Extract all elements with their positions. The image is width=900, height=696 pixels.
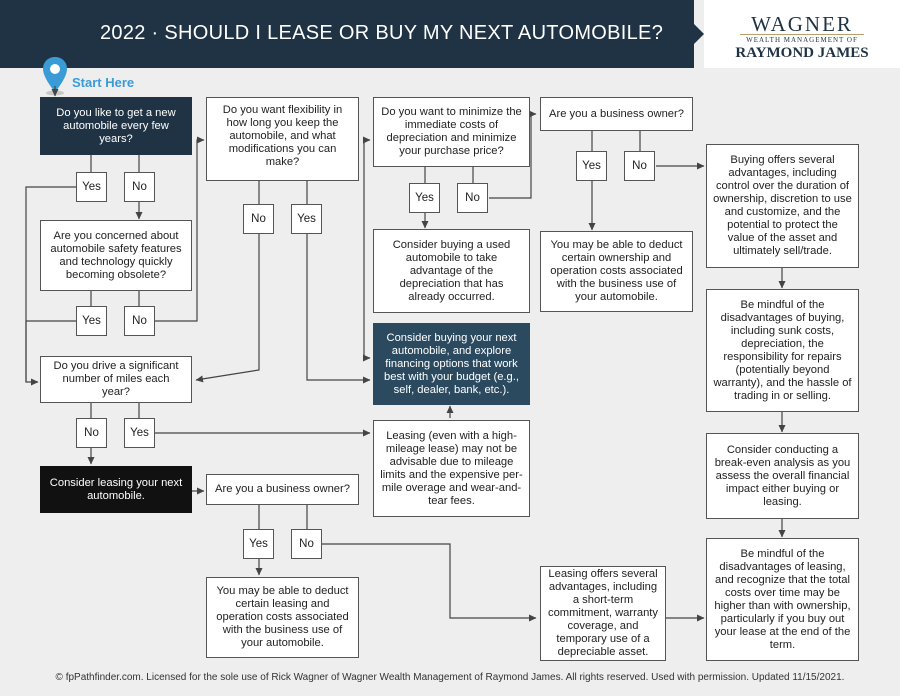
note-break-even: Consider conducting a break-even analysi…	[706, 433, 859, 519]
answer-yes: Yes	[243, 529, 274, 559]
question-flexibility: Do you want flexibility in how long you …	[206, 97, 359, 181]
question-significant-miles: Do you drive a significant number of mil…	[40, 356, 192, 403]
note-buying-disadvantages: Be mindful of the disadvantages of buyin…	[706, 289, 859, 412]
page-title: 2022 · SHOULD I LEASE OR BUY MY NEXT AUT…	[100, 22, 664, 44]
question-new-every-few-years: Do you like to get a new automobile ever…	[40, 97, 192, 155]
answer-no: No	[291, 529, 322, 559]
answer-no: No	[243, 204, 274, 234]
header-arrow	[694, 24, 704, 44]
question-business-owner-top: Are you a business owner?	[540, 97, 693, 131]
answer-no: No	[124, 172, 155, 202]
outcome-high-mileage: Leasing (even with a high-mileage lease)…	[373, 420, 530, 517]
answer-no: No	[457, 183, 488, 213]
outcome-consider-buying-new: Consider buying your next automobile, an…	[373, 323, 530, 405]
answer-yes: Yes	[291, 204, 322, 234]
note-leasing-disadvantages: Be mindful of the disadvantages of leasi…	[706, 538, 859, 661]
question-minimize-costs: Do you want to minimize the immediate co…	[373, 97, 530, 167]
start-label: Start Here	[72, 75, 135, 90]
note-buying-advantages: Buying offers several advantages, includ…	[706, 144, 859, 268]
note-leasing-advantages: Leasing offers several advantages, inclu…	[540, 566, 666, 661]
answer-no: No	[624, 151, 655, 181]
answer-no: No	[124, 306, 155, 336]
question-business-owner-bottom: Are you a business owner?	[206, 474, 359, 505]
outcome-consider-buying-used: Consider buying a used automobile to tak…	[373, 229, 530, 313]
outcome-deduct-leasing: You may be able to deduct certain leasin…	[206, 577, 359, 658]
logo: WAGNER WEALTH MANAGEMENT OF RAYMOND JAME…	[704, 0, 900, 68]
logo-line2: WEALTH MANAGEMENT OF	[746, 36, 858, 44]
answer-yes: Yes	[124, 418, 155, 448]
question-safety-tech: Are you concerned about automobile safet…	[40, 220, 192, 291]
logo-rule	[740, 34, 864, 35]
answer-yes: Yes	[409, 183, 440, 213]
answer-no: No	[76, 418, 107, 448]
outcome-consider-leasing: Consider leasing your next automobile.	[40, 466, 192, 513]
outcome-deduct-ownership: You may be able to deduct certain owners…	[540, 231, 693, 312]
answer-yes: Yes	[76, 172, 107, 202]
footer-copyright: © fpPathfinder.com. Licensed for the sol…	[55, 672, 845, 683]
header-banner: 2022 · SHOULD I LEASE OR BUY MY NEXT AUT…	[0, 0, 694, 68]
logo-line3: RAYMOND JAMES	[735, 45, 869, 61]
logo-line1: WAGNER	[751, 12, 853, 36]
answer-yes: Yes	[576, 151, 607, 181]
answer-yes: Yes	[76, 306, 107, 336]
